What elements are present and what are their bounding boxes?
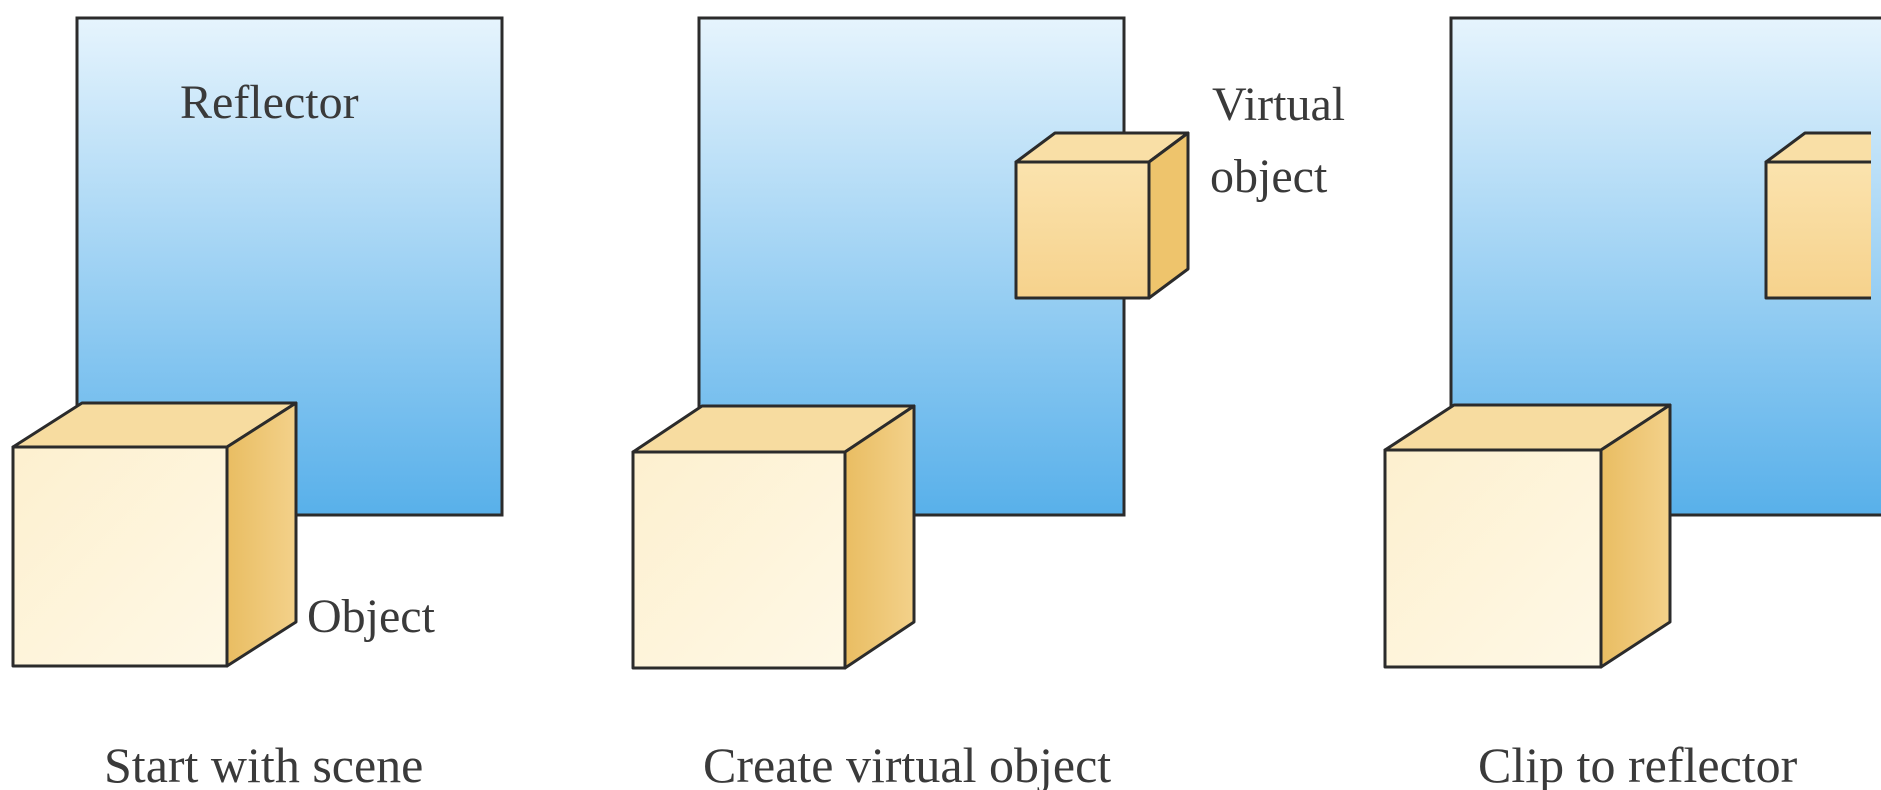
- panel-create-virtual-object: Virtual object Create virtual object: [631, 16, 1345, 790]
- cube-front-face: [11, 445, 229, 668]
- object-label: Object: [307, 590, 436, 643]
- real-object-cube: [1383, 403, 1672, 669]
- real-object-cube: [11, 401, 298, 668]
- cube-front-face: [1014, 160, 1151, 300]
- clipped-virtual-object-cube: [1764, 131, 1871, 300]
- caption-clip-to-reflector: Clip to reflector: [1478, 737, 1798, 790]
- caption-start-with-scene: Start with scene: [104, 737, 423, 790]
- cube-side-face: [225, 401, 298, 668]
- cube-side-face: [1599, 403, 1672, 669]
- virtual-object-cube: [1014, 131, 1190, 300]
- panel-clip-to-reflector: Clip to reflector: [1383, 16, 1881, 790]
- virtual-object-label-line2: object: [1210, 150, 1328, 203]
- real-object-cube: [631, 404, 916, 670]
- panel-start-with-scene: Reflector Object Start with scene: [11, 16, 504, 790]
- cube-side-face: [1147, 131, 1190, 300]
- cube-front-face: [1764, 160, 1871, 300]
- virtual-object-label-line1: Virtual: [1212, 78, 1345, 131]
- reflector-label: Reflector: [180, 76, 359, 129]
- cube-front-face: [1383, 448, 1603, 669]
- cube-front-face: [631, 450, 847, 670]
- cube-side-face: [843, 404, 916, 670]
- caption-create-virtual-object: Create virtual object: [703, 737, 1111, 790]
